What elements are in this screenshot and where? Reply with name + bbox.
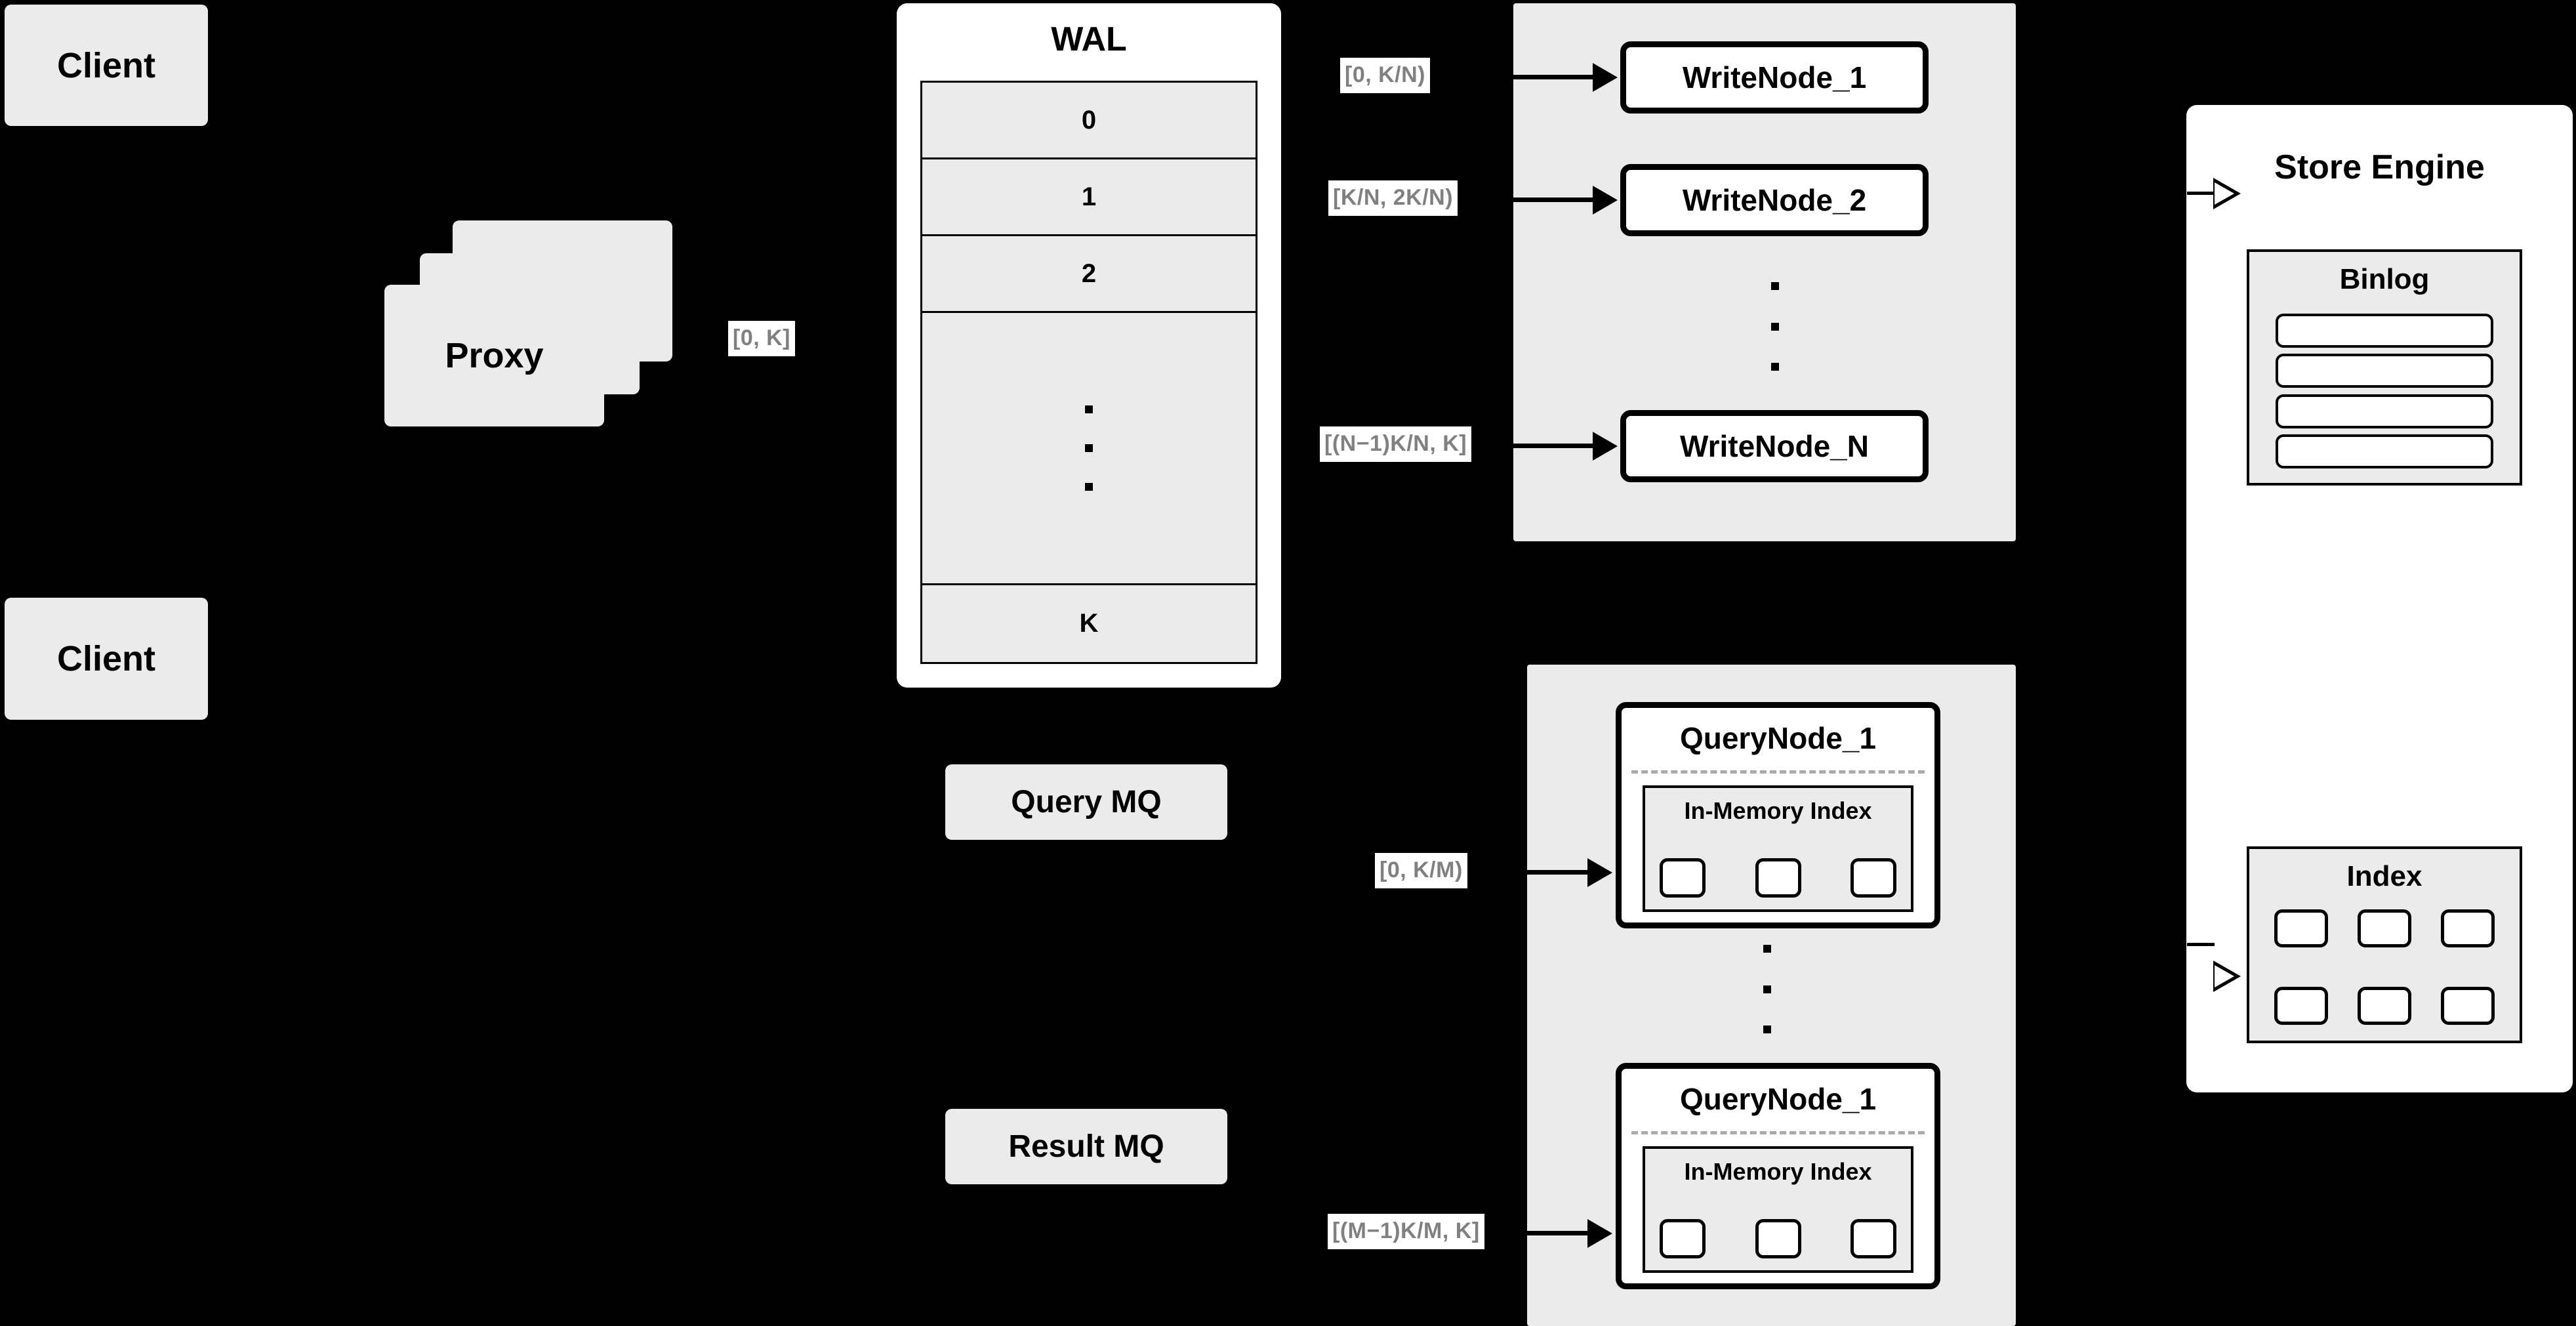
- wal-row[interactable]: K: [1079, 609, 1099, 638]
- store-index-cell[interactable]: [2441, 987, 2495, 1025]
- store-index-cell[interactable]: [2358, 987, 2411, 1025]
- in-memory-index-m-title: In-Memory Index: [1684, 1158, 1872, 1185]
- write-node-n[interactable]: WriteNode_N: [1620, 410, 1929, 482]
- query-node-1[interactable]: QueryNode_1 In-Memory Index: [1616, 702, 1940, 928]
- write-range-label-1: [0, K/N): [1340, 58, 1430, 93]
- wal-title: WAL: [1051, 20, 1127, 58]
- write-node-2[interactable]: WriteNode_2: [1620, 164, 1929, 236]
- binlog-box: Binlog: [2247, 249, 2522, 486]
- client-label-1: Client: [56, 45, 155, 85]
- index-cell[interactable]: [1850, 1219, 1896, 1258]
- query-node-ellipsis: [1763, 945, 1771, 1033]
- ellipsis-dot: [1085, 444, 1093, 452]
- binlog-bar[interactable]: [2276, 354, 2493, 388]
- query-arrow-line-1: [1527, 870, 1589, 875]
- ellipsis-dot: [1763, 985, 1771, 993]
- query-range-label-1: [0, K/M): [1375, 853, 1467, 888]
- index-cell[interactable]: [1660, 858, 1706, 898]
- ellipsis-dot: [1771, 363, 1779, 371]
- proxy-card-front[interactable]: Proxy: [384, 285, 604, 426]
- store-index-cell[interactable]: [2274, 987, 2328, 1025]
- write-arrow-head-1: [1593, 63, 1618, 92]
- write-arrow-line-2: [1513, 197, 1595, 202]
- proxy-label: Proxy: [445, 336, 544, 375]
- write-arrow-head-2: [1593, 186, 1618, 215]
- index-cell[interactable]: [1850, 858, 1896, 898]
- store-engine-title: Store Engine: [2274, 148, 2485, 186]
- wal-row[interactable]: 2: [922, 236, 1256, 313]
- write-arrow-line-1: [1513, 75, 1595, 79]
- binlog-arrow-line: [2187, 192, 2215, 195]
- query-node-m-title: QueryNode_1: [1679, 1082, 1877, 1116]
- wal-container: WAL 0 1 2 K: [897, 3, 1281, 688]
- index-cell[interactable]: [1660, 1219, 1706, 1258]
- index-cell[interactable]: [1755, 858, 1801, 898]
- index-box: Index: [2247, 846, 2522, 1043]
- write-range-label-2: [K/N, 2K/N): [1328, 180, 1458, 216]
- client-label-2: Client: [56, 639, 155, 678]
- binlog-bar[interactable]: [2276, 314, 2493, 348]
- wal-row[interactable]: 0: [922, 83, 1256, 159]
- ellipsis-dot: [1763, 1026, 1771, 1033]
- client-box-1[interactable]: Client: [5, 5, 208, 126]
- store-index-cell[interactable]: [2358, 909, 2411, 947]
- result-mq-label: Result MQ: [1008, 1129, 1164, 1164]
- index-cell[interactable]: [1755, 1219, 1801, 1258]
- query-node-m[interactable]: QueryNode_1 In-Memory Index: [1616, 1063, 1940, 1289]
- ellipsis-dot: [1771, 322, 1779, 331]
- in-memory-index-m: In-Memory Index: [1643, 1146, 1913, 1273]
- query-arrow-head-1: [1587, 858, 1612, 887]
- query-arrow-head-m: [1587, 1219, 1612, 1248]
- store-engine-container: Store Engine Binlog Index: [2186, 105, 2573, 1092]
- wal-row-ellipsis: [922, 313, 1256, 585]
- index-arrow-line: [2187, 943, 2215, 946]
- write-node-1-label: WriteNode_1: [1682, 60, 1867, 94]
- store-index-cell[interactable]: [2441, 909, 2495, 947]
- binlog-bar[interactable]: [2276, 394, 2493, 428]
- in-memory-index-1-title: In-Memory Index: [1684, 797, 1872, 824]
- query-arrow-line-m: [1527, 1231, 1589, 1235]
- index-title: Index: [2346, 860, 2423, 892]
- write-node-1[interactable]: WriteNode_1: [1620, 41, 1929, 114]
- query-node-m-divider: [1631, 1131, 1925, 1134]
- query-range-label-m: [(M−1)K/M, K]: [1328, 1214, 1484, 1249]
- write-arrow-line-n: [1513, 444, 1595, 448]
- write-node-2-label: WriteNode_2: [1682, 183, 1867, 217]
- query-mq-label: Query MQ: [1011, 785, 1162, 819]
- wal-row-list: 0 1 2 K: [920, 81, 1257, 664]
- result-mq-box[interactable]: Result MQ: [945, 1109, 1227, 1184]
- ellipsis-dot: [1771, 282, 1779, 290]
- ellipsis-dot: [1085, 405, 1093, 413]
- binlog-arrow-head: [2213, 178, 2241, 209]
- wal-row[interactable]: 1: [922, 159, 1256, 236]
- store-index-cell[interactable]: [2274, 909, 2328, 947]
- write-node-ellipsis: [1771, 282, 1779, 371]
- write-range-label-n: [(N−1)K/N, K]: [1320, 426, 1472, 462]
- index-arrow-head: [2213, 961, 2241, 992]
- ellipsis-dot: [1763, 945, 1771, 953]
- client-box-2[interactable]: Client: [5, 598, 208, 720]
- query-node-1-title: QueryNode_1: [1679, 721, 1877, 755]
- in-memory-index-1: In-Memory Index: [1643, 785, 1913, 912]
- proxy-range-label: [0, K]: [728, 321, 795, 356]
- binlog-title: Binlog: [2339, 263, 2430, 295]
- ellipsis-dot: [1085, 483, 1093, 491]
- binlog-bar[interactable]: [2276, 434, 2493, 468]
- write-arrow-head-n: [1593, 432, 1618, 461]
- query-node-1-divider: [1631, 770, 1925, 774]
- write-node-n-label: WriteNode_N: [1680, 429, 1869, 463]
- query-mq-box[interactable]: Query MQ: [945, 764, 1227, 840]
